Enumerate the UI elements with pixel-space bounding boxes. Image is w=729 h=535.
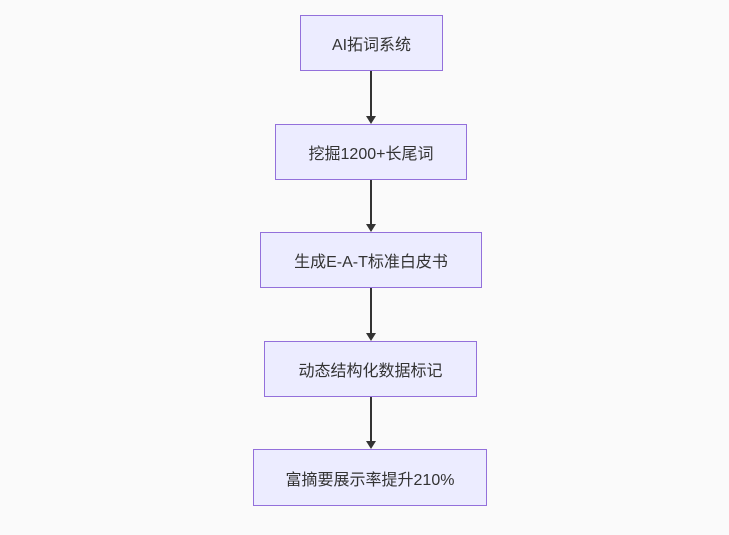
flow-node-label: 动态结构化数据标记 <box>298 363 443 380</box>
arrow-down-icon <box>365 180 377 232</box>
flow-node-label: 富摘要展示率提升210% <box>285 471 455 489</box>
flow-node-dynamic-structured-data: 动态结构化数据标记 <box>264 341 477 397</box>
flow-node-label: 生成E-A-T标准白皮书 <box>294 254 448 271</box>
flow-node-rich-snippet-rate: 富摘要展示率提升210% <box>253 449 487 506</box>
flow-node-generate-eat-whitepaper: 生成E-A-T标准白皮书 <box>260 232 482 288</box>
flow-node-ai-keyword-system: AI拓词系统 <box>300 15 443 71</box>
arrow-down-icon <box>365 71 377 124</box>
arrow-down-icon <box>365 397 377 449</box>
arrow-down-icon <box>365 288 377 341</box>
flow-node-label: AI拓词系统 <box>331 37 412 54</box>
flow-node-label: 挖掘1200+长尾词 <box>308 146 434 163</box>
flow-node-mine-longtail-keywords: 挖掘1200+长尾词 <box>275 124 467 180</box>
